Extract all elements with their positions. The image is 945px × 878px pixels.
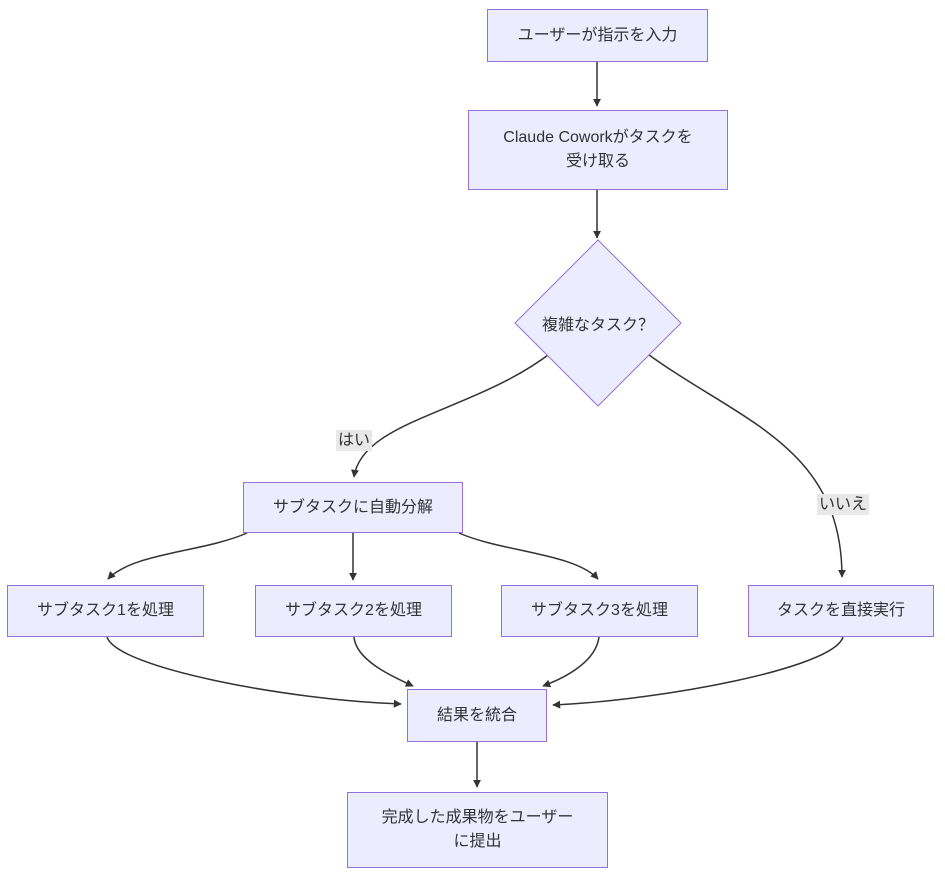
edge-direct-exec-to-integrate bbox=[552, 636, 844, 709]
edge-subtask-1-to-integrate bbox=[106, 636, 402, 708]
node-deliver: 完成した成果物をユーザー に提出 bbox=[347, 792, 608, 868]
edge-complex-check-to-decompose bbox=[351, 351, 553, 478]
edge-complex-check-to-direct-exec bbox=[644, 351, 846, 578]
node-subtask-1: サブタスク1を処理 bbox=[7, 585, 204, 637]
node-receive-task: Claude Coworkがタスクを 受け取る bbox=[468, 110, 728, 190]
decision-complex-check-label: 複雑なタスク？ bbox=[541, 317, 654, 334]
decision-complex-check-shape bbox=[514, 239, 682, 407]
node-subtask-2: サブタスク2を処理 bbox=[255, 585, 452, 637]
node-user-input: ユーザーが指示を入力 bbox=[487, 9, 708, 62]
edge-label-no: いいえ bbox=[817, 494, 870, 515]
node-integrate: 結果を統合 bbox=[407, 689, 547, 742]
node-direct-exec: タスクを直接実行 bbox=[748, 585, 934, 637]
edge-decompose-to-subtask-3 bbox=[458, 532, 599, 580]
node-subtask-3: サブタスク3を処理 bbox=[501, 585, 698, 637]
edge-label-yes: はい bbox=[336, 430, 373, 451]
edge-subtask-3-to-integrate bbox=[542, 636, 600, 688]
edge-subtask-2-to-integrate bbox=[353, 636, 414, 687]
edge-decompose-to-subtask-1 bbox=[107, 532, 248, 580]
node-decompose: サブタスクに自動分解 bbox=[243, 482, 463, 533]
